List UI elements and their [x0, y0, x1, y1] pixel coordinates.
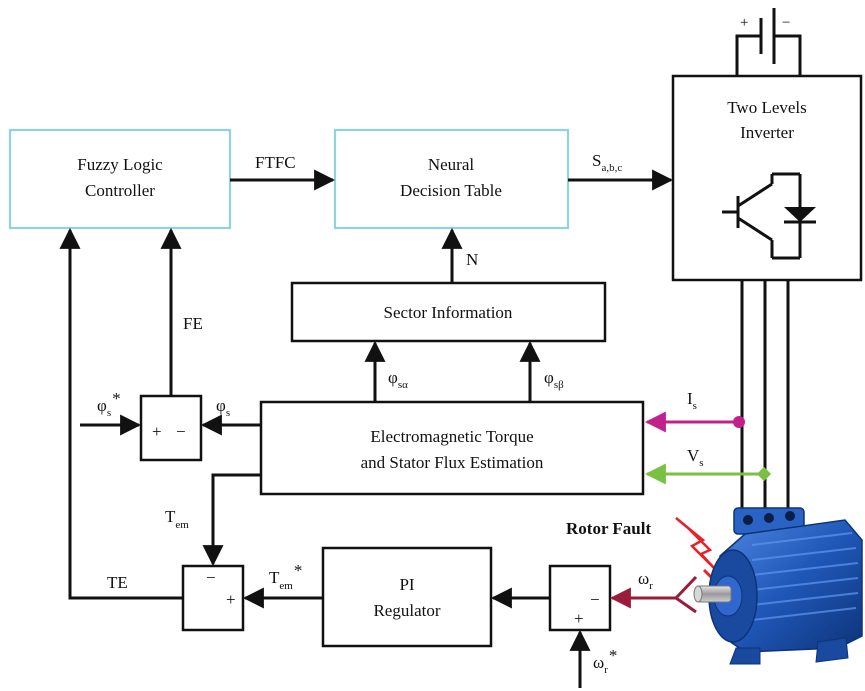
te-label: TE — [107, 573, 128, 592]
torque-summer-plus: + — [226, 590, 236, 609]
speed-summer: − + — [548, 564, 612, 632]
voltage-measure — [644, 463, 772, 485]
estimation-label-line1: Electromagnetic Torque — [370, 427, 533, 446]
torque-summer-minus: − — [206, 568, 216, 587]
tem-label: Tem — [165, 507, 189, 531]
fuzzy-label-line1: Fuzzy Logic — [77, 155, 163, 174]
igbt-switch-icon — [722, 172, 816, 260]
phase-lines — [740, 280, 790, 518]
induction-motor-icon — [693, 507, 863, 665]
two-levels-inverter-block: Two Levels Inverter — [671, 74, 863, 282]
fuzzy-label-line2: Controller — [85, 181, 155, 200]
te-arrow — [59, 227, 183, 600]
pi-label-line1: PI — [399, 575, 414, 594]
tem-ref-label: Tem* — [269, 561, 302, 592]
flux-summer-minus: − — [176, 422, 186, 441]
battery-minus: − — [782, 15, 790, 31]
omega-r-label: ωr — [638, 569, 653, 592]
ndt-label-line1: Neural — [428, 155, 475, 174]
battery-plus: + — [740, 15, 748, 31]
flux-summer: + − — [139, 394, 203, 462]
speed-summer-minus: − — [590, 590, 600, 609]
phi-sbeta-label: φsβ — [544, 368, 564, 391]
pi-label-line2: Regulator — [373, 601, 440, 620]
pi-regulator-block: PI Regulator — [321, 546, 493, 648]
current-measure — [644, 411, 745, 433]
battery-icon — [735, 8, 802, 76]
phi-s-label: φs — [216, 396, 230, 419]
sector-information-block: Sector Information — [290, 281, 607, 343]
phi-s-ref-label: φs* — [97, 389, 121, 419]
estimation-label-line2: and Stator Flux Estimation — [361, 453, 544, 472]
ndt-label-line2: Decision Table — [400, 181, 502, 200]
torque-flux-estimation-block: Electromagnetic Torque and Stator Flux E… — [259, 400, 645, 496]
fuzzy-logic-controller-block: Fuzzy Logic Controller — [8, 128, 232, 230]
phi-salpha-label: φsα — [388, 368, 408, 391]
tem-arrow — [202, 473, 261, 567]
speed-feedback — [609, 575, 698, 614]
neural-decision-table-block: Neural Decision Table — [333, 128, 570, 230]
ftfc-label: FTFC — [255, 153, 296, 172]
vs-label: Vs — [687, 446, 704, 469]
torque-summer: − + — [181, 564, 245, 632]
inverter-label-line2: Inverter — [740, 123, 794, 142]
flux-summer-plus: + — [152, 422, 162, 441]
inverter-label-line1: Two Levels — [727, 98, 807, 117]
fe-label: FE — [183, 314, 203, 333]
rotor-fault-label: Rotor Fault — [566, 519, 651, 538]
sector-label: Sector Information — [384, 303, 513, 322]
speed-summer-plus: + — [574, 609, 584, 628]
sabc-label: Sa,b,c — [592, 151, 622, 174]
is-label: Is — [687, 389, 697, 412]
omega-ref-label: ωr* — [593, 646, 617, 676]
n-label: N — [466, 250, 478, 269]
lightning-icon — [675, 517, 717, 582]
